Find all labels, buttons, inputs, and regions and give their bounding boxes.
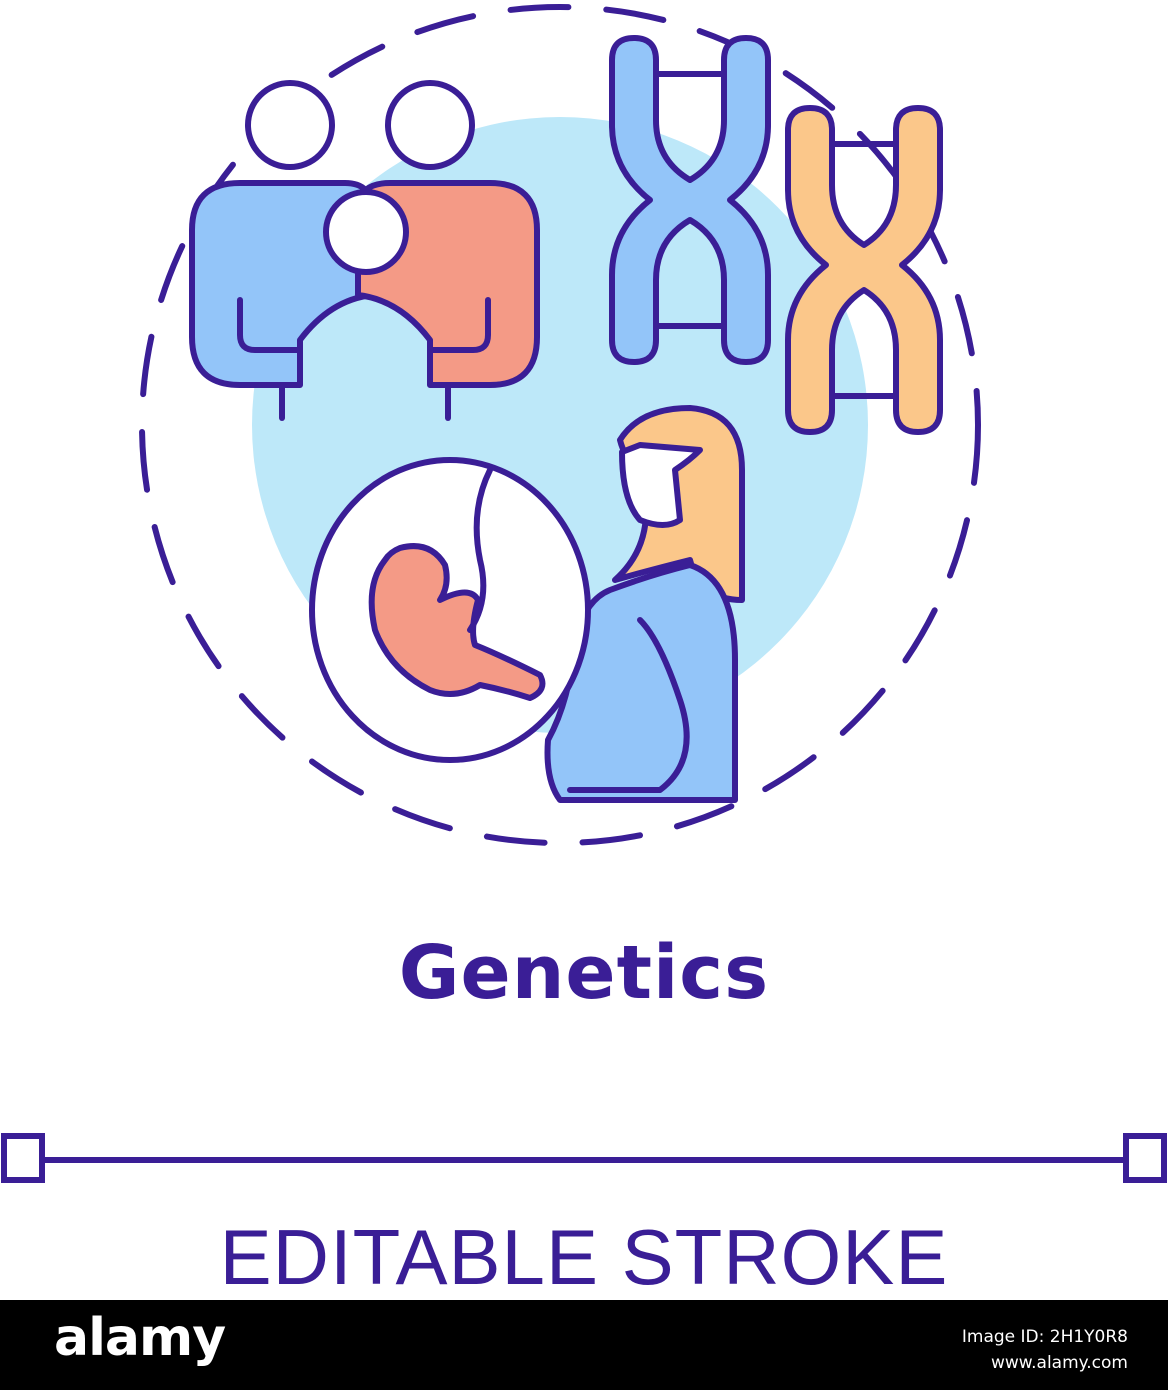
chromosome-orange-icon [785,105,943,435]
subtitle: EDITABLE STROKE [219,1213,949,1301]
embryo-icon [309,457,591,763]
parents-icon [189,80,540,421]
chromosome-blue-icon [609,35,771,365]
site-url: www.alamy.com [990,1353,1128,1373]
right-handle-square [1123,1133,1167,1183]
genetics-illustration [139,4,981,846]
title: Genetics [398,930,770,1016]
editable-stroke-line [1,1133,1167,1183]
left-handle-square [1,1133,45,1183]
image-meta: Image ID: 2H1Y0R8 www.alamy.com [962,1324,1128,1376]
footer-bar [0,1300,1168,1390]
image-id: Image ID: 2H1Y0R8 [961,1327,1128,1347]
pregnant-woman-icon [544,405,745,803]
alamy-logo: alamy [54,1308,226,1368]
dashed-ring [139,4,981,846]
